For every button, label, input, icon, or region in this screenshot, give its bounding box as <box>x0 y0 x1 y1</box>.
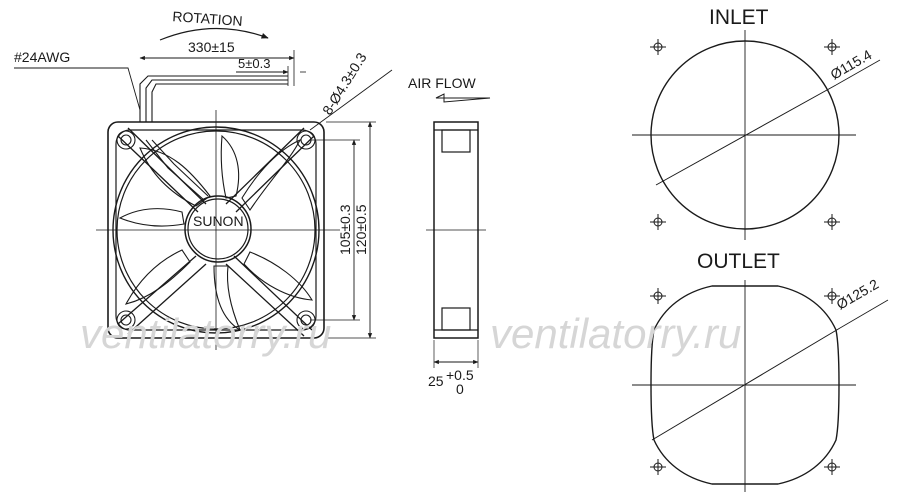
side-view <box>426 93 491 368</box>
hub <box>184 195 252 263</box>
depth-upper-label: +0.5 <box>446 367 474 383</box>
outlet-holes <box>650 288 840 475</box>
hole-spacing-label: 105±0.3 <box>337 204 353 255</box>
wire-gauge-label: #24AWG <box>14 49 70 65</box>
inlet-diameter-label: Ø115.4 <box>828 46 875 82</box>
air-flow-label: AIR FLOW <box>408 75 476 91</box>
outlet-diameter-label: Ø125.2 <box>834 276 882 313</box>
depth-base-label: 25 <box>428 373 444 389</box>
outlet-title: OUTLET <box>697 250 780 273</box>
rotation-label: ROTATION <box>172 8 243 29</box>
rotation-arrow <box>159 27 269 41</box>
inlet-view <box>632 30 881 240</box>
depth-lower-label: 0 <box>456 381 464 397</box>
inlet-title: INLET <box>709 6 769 29</box>
watermark-left: ventilatorry.ru <box>80 310 331 357</box>
strip-length-label: 5±0.3 <box>238 56 270 71</box>
outlet-view <box>632 280 889 492</box>
front-view <box>14 27 393 350</box>
watermark-right: ventilatorry.ru <box>490 310 741 357</box>
frame-size-label: 120±0.5 <box>353 204 369 255</box>
inlet-holes <box>650 39 840 230</box>
lead-length-label: 330±15 <box>188 39 235 55</box>
lead-wires <box>139 75 288 201</box>
brand-label: SUNON <box>193 213 244 229</box>
hole-spec-label: 8-Ø4.3±0.3 <box>319 50 370 118</box>
